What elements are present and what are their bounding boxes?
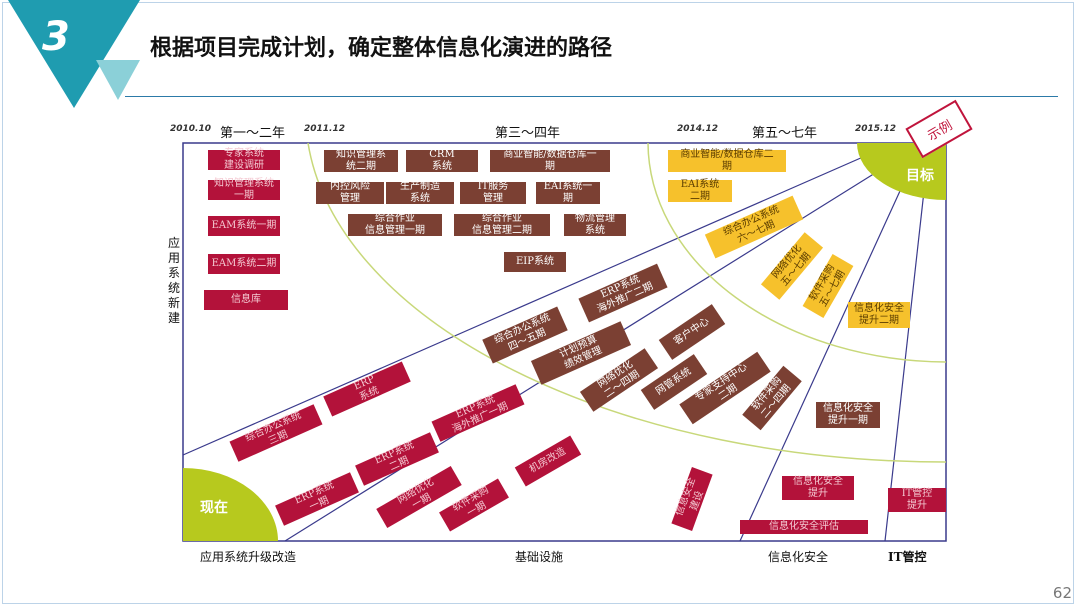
now-circle [183, 468, 278, 541]
date-label: 2015.12 [855, 124, 896, 134]
roadmap-box: IT管控 提升 [888, 488, 946, 512]
roadmap-box: 信息库 [204, 290, 288, 310]
roadmap-box: 物流管理 系统 [564, 213, 626, 236]
bottom-label: IT管控 [888, 550, 927, 564]
roadmap-box: 专家系统 建设调研 [208, 148, 280, 171]
phase-arc-2 [647, 142, 947, 363]
divider-line [182, 156, 864, 456]
roadmap-box: 知识管理系 统二期 [324, 149, 398, 172]
roadmap-box: 生产制造 系统 [386, 181, 454, 204]
roadmap-box: 知识管理系统 一期 [208, 178, 280, 201]
phase-label: 第五～七年 [752, 126, 818, 141]
roadmap-box: CRM 系统 [406, 149, 478, 172]
phase-arc-1 [307, 142, 947, 463]
date-label: 2014.12 [677, 124, 718, 134]
badge-accent-triangle [96, 60, 140, 100]
badge-triangle [8, 0, 140, 108]
roadmap-box: 信息化安全 提升一期 [816, 402, 880, 428]
diagram-border [182, 142, 947, 542]
roadmap-box: IT服务 管理 [460, 181, 526, 204]
roadmap-box: EAI系统 二期 [668, 179, 732, 202]
roadmap-box: EAM系统一期 [208, 216, 280, 236]
section-number: 3 [42, 14, 70, 60]
page-number: 62 [1052, 584, 1072, 602]
now-label: 现在 [200, 500, 228, 516]
section-badge [8, 0, 140, 108]
roadmap-box: EAI系统一 期 [536, 181, 600, 204]
divider-line [884, 181, 926, 542]
bottom-label: 信息化安全 [768, 550, 829, 564]
phase-label: 第三～四年 [495, 126, 561, 141]
roadmap-box: 综合作业 信息管理一期 [348, 213, 442, 236]
goal-label: 目标 [906, 168, 934, 184]
roadmap-box: 信息化安全评估 [740, 520, 868, 534]
divider-line [739, 179, 906, 542]
roadmap-box: EAM系统二期 [208, 254, 280, 274]
roadmap-box: EIP系统 [504, 252, 566, 272]
date-label: 2011.12 [304, 124, 345, 134]
bottom-label: 基础设施 [515, 550, 564, 564]
roadmap-box: 信息化安全 提升二期 [848, 302, 910, 328]
roadmap-box: 综合作业 信息管理二期 [454, 213, 550, 236]
bottom-label: 应用系统升级改造 [200, 550, 297, 564]
roadmap-box: 商业智能/数据仓库一 期 [490, 149, 610, 172]
phase-label: 第一～二年 [220, 126, 286, 141]
roadmap-box: 内控风险 管理 [316, 181, 384, 204]
left-axis-label: 应用系统新建 [167, 236, 180, 325]
date-label: 2010.10 [170, 124, 211, 134]
roadmap-box: 信息化安全 提升 [782, 476, 854, 500]
roadmap-box: 商业智能/数据仓库二 期 [668, 149, 786, 172]
title-divider [125, 96, 1058, 97]
page-title: 根据项目完成计划，确定整体信息化演进的路径 [150, 36, 613, 61]
